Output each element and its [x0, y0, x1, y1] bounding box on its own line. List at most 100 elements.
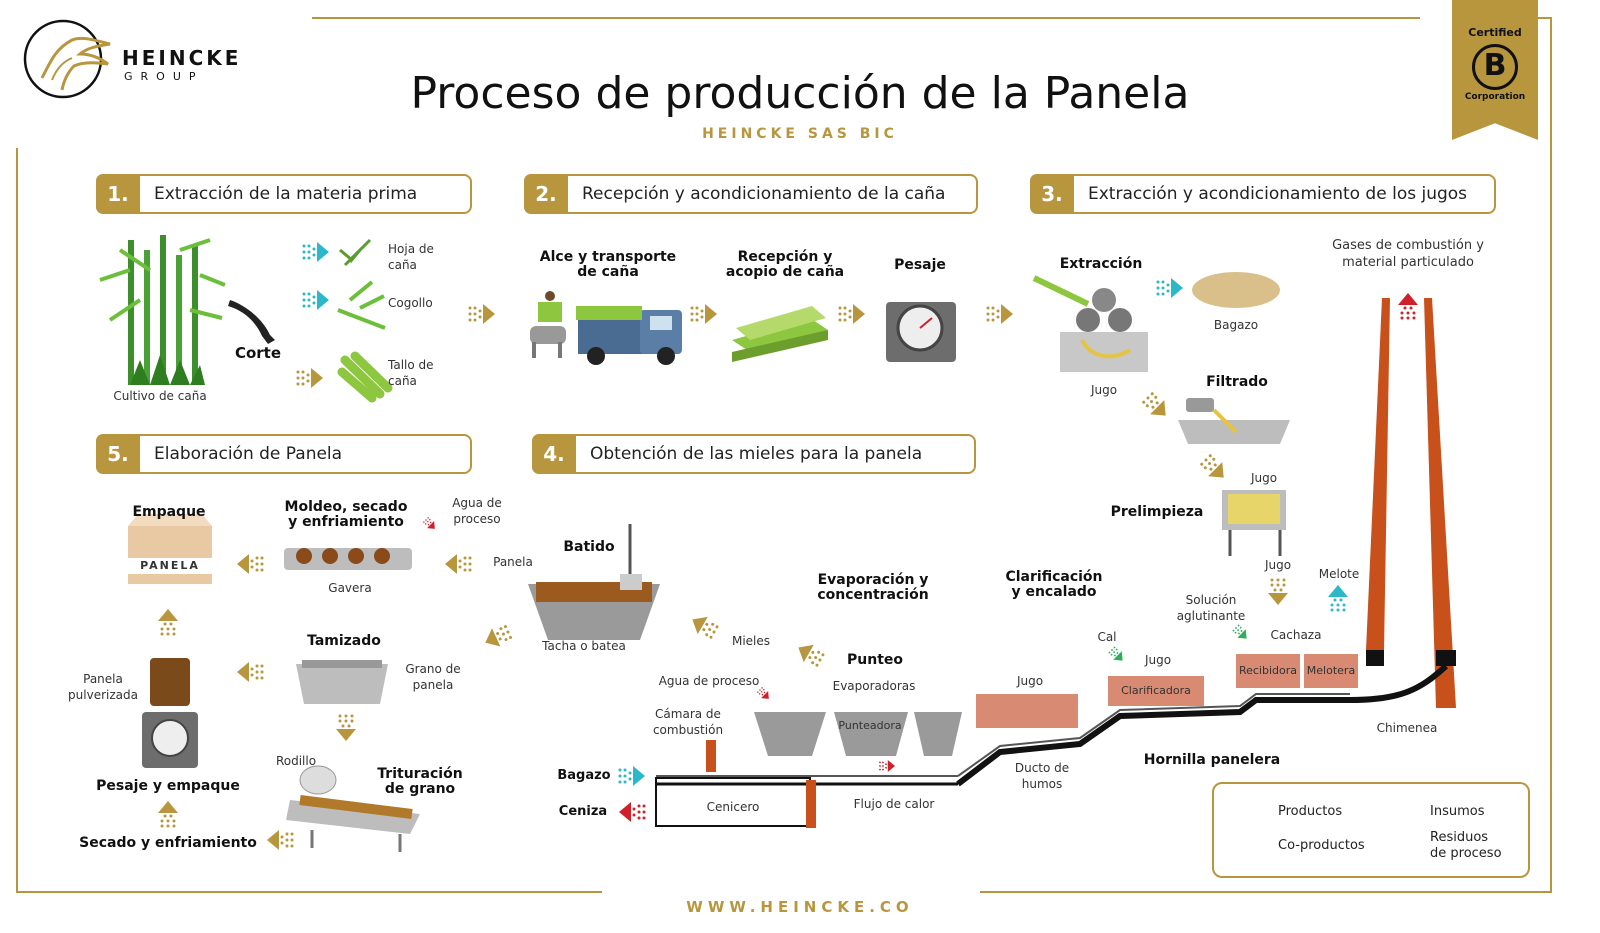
arrow-red [1398, 293, 1418, 320]
label-jugo-2: Jugo [1250, 471, 1278, 485]
step-number: 4. [532, 434, 576, 474]
legend-insumos: Insumos [1422, 804, 1484, 820]
label-cachaza: Cachaza [1270, 628, 1322, 642]
logo [22, 18, 112, 100]
prelimpieza-illustration [1222, 490, 1286, 556]
label-cal: Cal [1097, 630, 1117, 644]
legend-label: Insumos [1430, 804, 1485, 819]
label-corte: Corte [234, 344, 282, 362]
step-label: Extracción de la materia prima [154, 184, 418, 204]
mill-illustration [1032, 275, 1148, 372]
label-grano: Grano de panela [405, 662, 461, 692]
arrow-cyan [1156, 278, 1183, 298]
arrow-green [1231, 623, 1251, 643]
step-3-header: 3. Extracción y acondicionamiento de los… [1030, 174, 1496, 214]
arrow-gold [986, 304, 1013, 324]
arrow-red [619, 802, 646, 822]
label-clarificadora: Clarificadora [1121, 684, 1191, 697]
label-jugo-1: Jugo [1090, 383, 1118, 397]
label-flujo: Flujo de calor [853, 797, 935, 811]
step-number: 2. [524, 174, 568, 214]
label-alce: Alce y transporte de caña [539, 249, 677, 281]
label-tallo: Tallo de caña [388, 358, 434, 388]
label-moldeo: Moldeo, secado y enfriamiento [284, 499, 408, 531]
step-5-header: 5. Elaboración de Panela [96, 434, 472, 474]
page-title: Proceso de producción de la Panela [410, 68, 1190, 119]
arrow-gold [1268, 578, 1288, 605]
label-rodillo: Rodillo [275, 754, 317, 768]
hornilla-illustration [656, 663, 1449, 787]
page-subtitle: HEINCKE SAS BIC [702, 126, 898, 142]
legend-label: Co-productos [1278, 838, 1365, 853]
legend-label: Productos [1278, 804, 1343, 819]
label-tamizado: Tamizado [307, 633, 381, 649]
label-hoja: Hoja de caña [388, 242, 434, 272]
label-ducto: Ducto de humos [1014, 761, 1070, 791]
label-camara: Cámara de combustión [652, 707, 724, 737]
label-bagazo-2: Bagazo [557, 768, 611, 783]
label-panela: Panela [493, 555, 533, 569]
arrow-gold [793, 638, 827, 670]
arrow-gold [687, 610, 721, 642]
arrow-cyan [1328, 585, 1348, 612]
arrow-gold [158, 801, 178, 828]
arrow-green [1107, 645, 1127, 665]
label-secado: Secado y enfriamiento [79, 835, 257, 851]
label-pesaje: Pesaje [894, 257, 946, 273]
label-jugo-4: Jugo [1144, 653, 1172, 667]
label-filtrado: Filtrado [1206, 374, 1268, 390]
batido-illustration [528, 524, 660, 640]
label-empaque: Empaque [132, 504, 206, 520]
legend-coproductos: Co-productos [1270, 838, 1365, 854]
arrow-red [879, 760, 895, 772]
step-label: Elaboración de Panela [154, 444, 343, 464]
arrow-gold [468, 304, 495, 324]
filter-illustration [1178, 398, 1290, 444]
label-prelimpieza: Prelimpieza [1110, 504, 1204, 520]
roller-illustration [286, 765, 420, 852]
label-punteadora: Punteadora [838, 719, 902, 732]
label-evaporacion: Evaporación y concentración [817, 572, 929, 604]
step-label: Extracción y acondicionamiento de los ju… [1088, 184, 1468, 204]
arrow-gold [267, 830, 294, 850]
label-recibidora: Recibidora [1238, 664, 1298, 677]
label-clarificacion: Clarificación y encalado [1005, 569, 1103, 601]
label-gases: Gases de combustión y material particula… [1332, 238, 1484, 270]
frame-top [312, 17, 1420, 19]
truck-illustration [530, 291, 682, 365]
legend-residuos: Residuos de proceso [1422, 830, 1502, 861]
label-batido: Batido [563, 539, 615, 555]
label-cogollo: Cogollo [388, 296, 433, 310]
arrow-cyan [618, 766, 645, 786]
arrow-gold [237, 662, 264, 682]
logo-sub: GROUP [124, 70, 204, 83]
step-number: 3. [1030, 174, 1074, 214]
pouch-illustration [142, 658, 198, 768]
label-recepcion: Recepción y acopio de caña [725, 249, 845, 281]
arrow-gold [296, 368, 323, 388]
label-bagazo: Bagazo [1213, 318, 1259, 332]
arrow-red [421, 515, 439, 533]
gavera-illustration [284, 548, 412, 570]
label-jugo-5: Jugo [1016, 674, 1044, 688]
pans-illustration [754, 654, 1358, 756]
label-panela-box: PANELA [140, 559, 200, 572]
cert-circle [1472, 44, 1518, 90]
step-4-header: 4. Obtención de las mieles para la panel… [532, 434, 976, 474]
sieve-illustration [296, 660, 388, 704]
logo-name: HEINCKE [122, 46, 242, 70]
step-number: 1. [96, 174, 140, 214]
bagasse-illustration [1192, 272, 1280, 308]
cert-line1: Certified [1468, 26, 1522, 39]
arrow-gold [1197, 451, 1231, 485]
label-gavera: Gavera [328, 581, 372, 595]
label-extraccion: Extracción [1059, 256, 1143, 272]
arrow-gold [237, 554, 264, 574]
label-tacha: Tacha o batea [542, 639, 626, 653]
arrow-gold [336, 714, 356, 741]
label-punteo: Punteo [847, 652, 903, 668]
arrow-gold [445, 554, 472, 574]
footer-url[interactable]: WWW.HEINCKE.CO [686, 898, 914, 916]
label-mieles: Mieles [731, 634, 771, 648]
